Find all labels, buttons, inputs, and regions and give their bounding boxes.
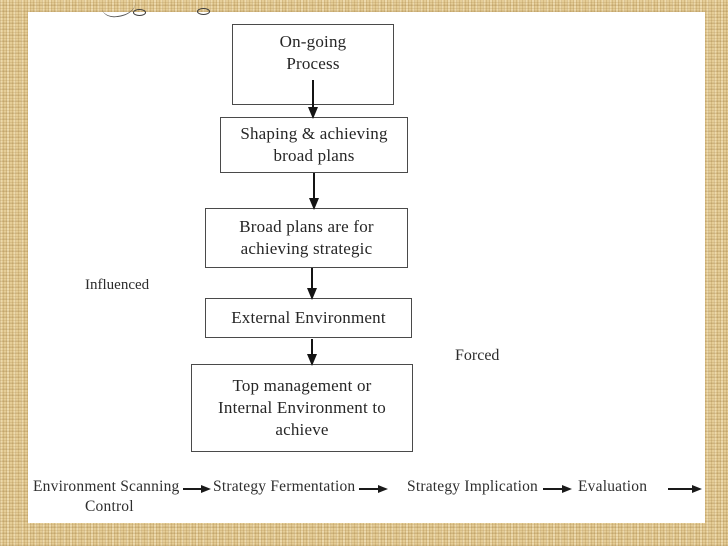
flow-box-ongoing-process: On-going Process [232,24,394,105]
arrow-head [309,198,319,210]
cropped-title-remnant [133,9,146,16]
arrow-shaft [543,488,562,490]
arrow-head [307,288,317,300]
arrow-shaft [183,488,201,490]
arrow-right-icon [183,484,211,494]
arrow-down-icon [306,339,318,366]
arrow-shaft [311,339,313,354]
arrow-head [308,107,318,119]
flow-box-line: broad plans [273,146,355,165]
flow-box-line: Broad plans are for [239,216,374,236]
arrow-shaft [312,80,314,107]
arrow-head [562,485,572,493]
flow-box-broad-plans: Broad plans are for achieving strategic [205,208,408,268]
flow-box-line: achieving strategic [240,239,373,258]
flow-step-strategy-implication: Strategy Implication [407,478,538,495]
flow-box-line: Shaping & achieving [240,123,388,143]
flow-box-line: Top management or [232,375,372,395]
flow-step-environment-scanning: Environment Scanning [33,478,180,495]
flow-step-strategy-fermentation: Strategy Fermentation [213,478,356,495]
flow-step-evaluation: Evaluation [578,478,648,495]
arrow-head [692,485,702,493]
arrow-shaft [668,488,692,490]
arrow-head [378,485,388,493]
arrow-down-icon [308,173,320,210]
flow-box-line: External Environment [231,307,386,327]
flow-box-line: Process [286,54,340,74]
influenced-label: Influenced [85,277,150,293]
arrow-right-icon [668,484,702,494]
arrow-head [307,354,317,366]
arrow-shaft [359,488,378,490]
arrow-right-icon [543,484,572,494]
flow-box-external-environment: External Environment [205,298,412,338]
forced-label: Forced [455,347,500,364]
cropped-title-remnant [197,8,210,15]
arrow-shaft [311,268,313,288]
arrow-down-icon [307,80,319,119]
flow-box-top-management: Top management or Internal Environment t… [191,364,413,452]
arrow-down-icon [306,268,318,300]
arrow-shaft [313,173,315,198]
flow-box-line: achieve [275,420,329,440]
arrow-head [201,485,211,493]
flow-box-line: On-going [279,32,347,51]
arrow-right-icon [359,484,388,494]
flow-box-line: Internal Environment to [218,397,386,417]
control-label: Control [85,498,134,515]
flow-box-shaping-achieving: Shaping & achieving broad plans [220,117,408,173]
